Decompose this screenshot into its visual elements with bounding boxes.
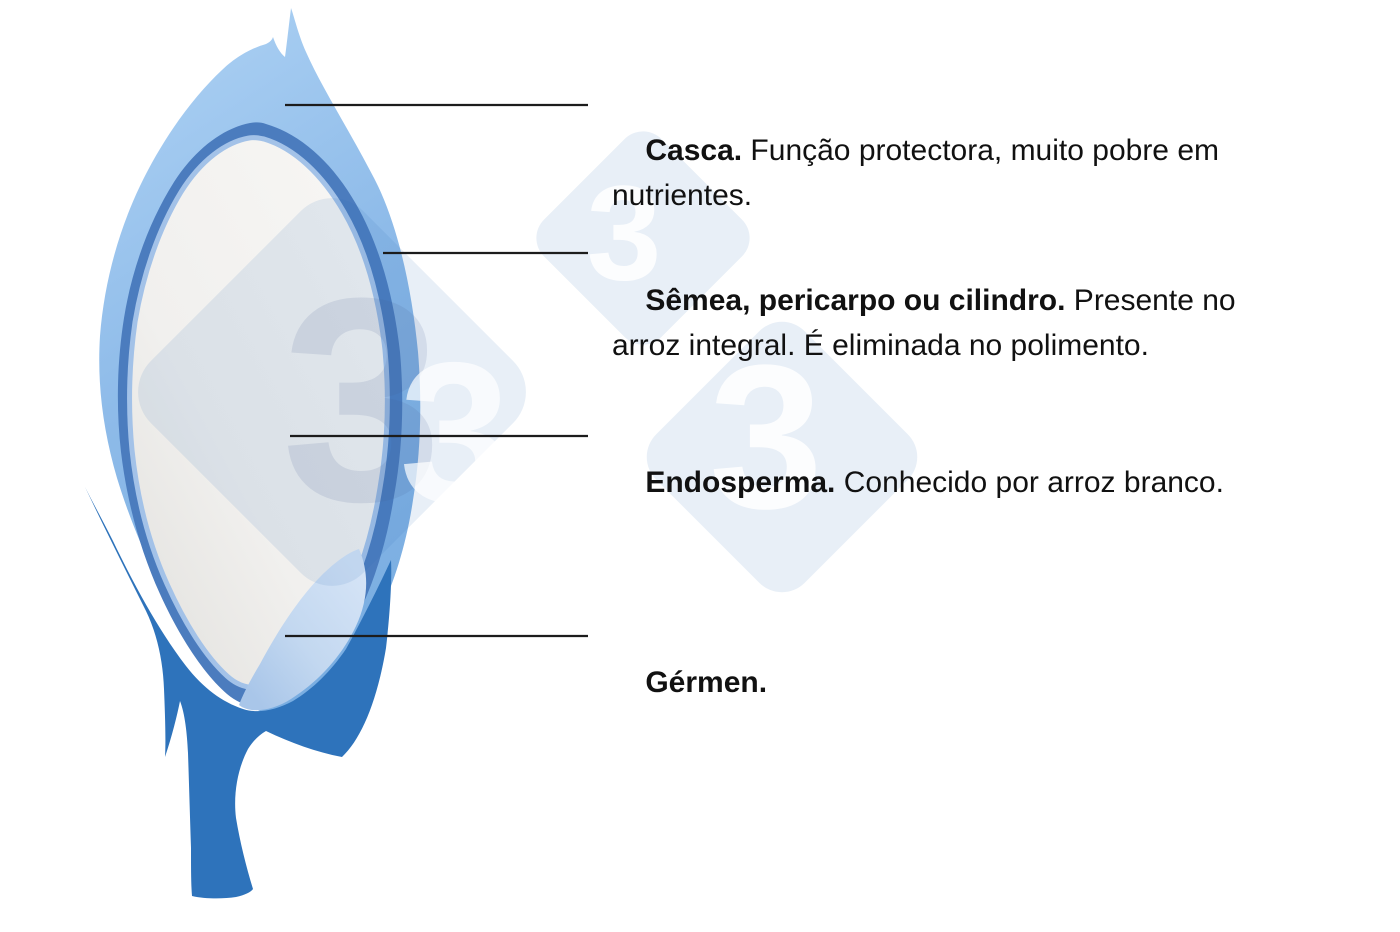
watermark-diamond-medium [646, 321, 918, 593]
watermark-digit-shadow: 3 [281, 238, 442, 562]
label-endosperma-term: Endosperma. [645, 466, 836, 499]
label-semea-term: Sêmea, pericarpo ou cilindro. [645, 284, 1066, 317]
endosperm-shape [127, 135, 390, 690]
watermark-digit-small-white: 3 [586, 158, 661, 309]
watermark-diamond-large [138, 198, 526, 586]
watermark-diamond-small [536, 131, 750, 345]
leader-lines [285, 103, 588, 638]
label-germen-term: Gérmen. [645, 666, 768, 699]
label-casca-term: Casca. [645, 134, 743, 167]
rice-grain-illustration [85, 8, 421, 899]
label-semea: Sêmea, pericarpo ou cilindro. Presente n… [612, 233, 1312, 413]
watermark: 3 3 3 3 [138, 131, 918, 593]
watermark-digit-large-white: 3 [399, 322, 510, 545]
stalk-shape [85, 487, 392, 899]
germ-shape [239, 549, 367, 711]
label-endosperma-description: Conhecido por arroz branco. [835, 466, 1224, 499]
label-endosperma: Endosperma. Conhecido por arroz branco. [612, 415, 1312, 550]
label-germen: Gérmen. [612, 615, 1012, 750]
label-semea-description: Presente no arroz integral. É eliminada … [612, 284, 1236, 362]
label-casca-description: Função protectora, muito pobre em nutrie… [612, 134, 1220, 212]
label-casca: Casca. Função protectora, muito pobre em… [612, 83, 1292, 263]
watermark-digit-medium-white: 3 [709, 323, 823, 552]
